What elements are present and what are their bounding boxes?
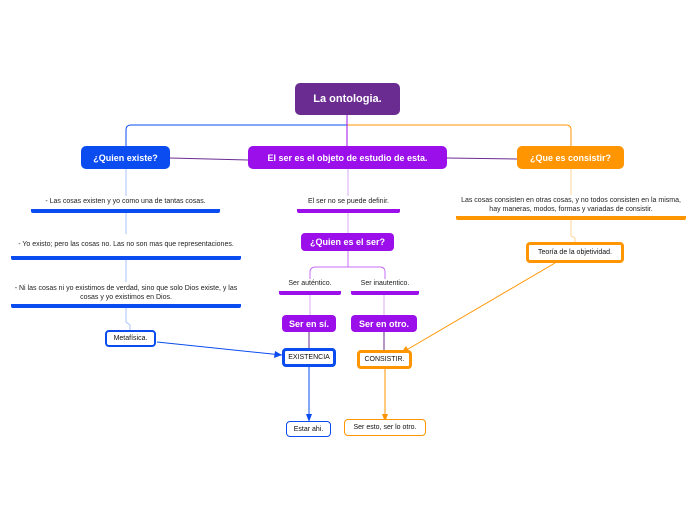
estar-ahi-node[interactable]: Estar ahi. — [286, 421, 331, 437]
object-of-study-node[interactable]: El ser es el objeto de estudio de esta. — [248, 146, 447, 169]
existencia-node[interactable]: EXISTENCIA — [282, 348, 336, 367]
ser-esto-node[interactable]: Ser esto, ser lo otro. — [344, 419, 426, 436]
consistir-node[interactable]: CONSISTIR. — [357, 350, 412, 369]
ser-en-si-node[interactable]: Ser en sí. — [282, 315, 336, 332]
root-node-title[interactable]: La ontologia. — [295, 83, 400, 115]
authentic-node[interactable]: Ser auténtico. — [279, 278, 341, 295]
inauthentic-node[interactable]: Ser inautentico. — [351, 278, 419, 295]
teoria-objetividad-node[interactable]: Teoría de la objetividad. — [526, 242, 624, 263]
ser-en-otro-node[interactable]: Ser en otro. — [351, 315, 417, 332]
cannot-define-node[interactable]: El ser no se puede definir. — [297, 196, 400, 213]
what-is-consist-node[interactable]: ¿Que es consistir? — [517, 146, 624, 169]
metafisica-node[interactable]: Metafísica. — [105, 330, 156, 347]
who-item-1[interactable]: - Las cosas existen y yo como una de tan… — [31, 196, 220, 213]
consist-text-node[interactable]: Las cosas consisten en otras cosas, y no… — [456, 195, 686, 220]
who-exists-node[interactable]: ¿Quien existe? — [81, 146, 170, 169]
who-item-2[interactable]: - Yo existo; pero las cosas no. Las no s… — [11, 235, 241, 260]
who-item-3[interactable]: - Ni las cosas ni yo existimos de verdad… — [11, 283, 241, 308]
what-is-being-node[interactable]: ¿Quien es el ser? — [301, 233, 394, 251]
